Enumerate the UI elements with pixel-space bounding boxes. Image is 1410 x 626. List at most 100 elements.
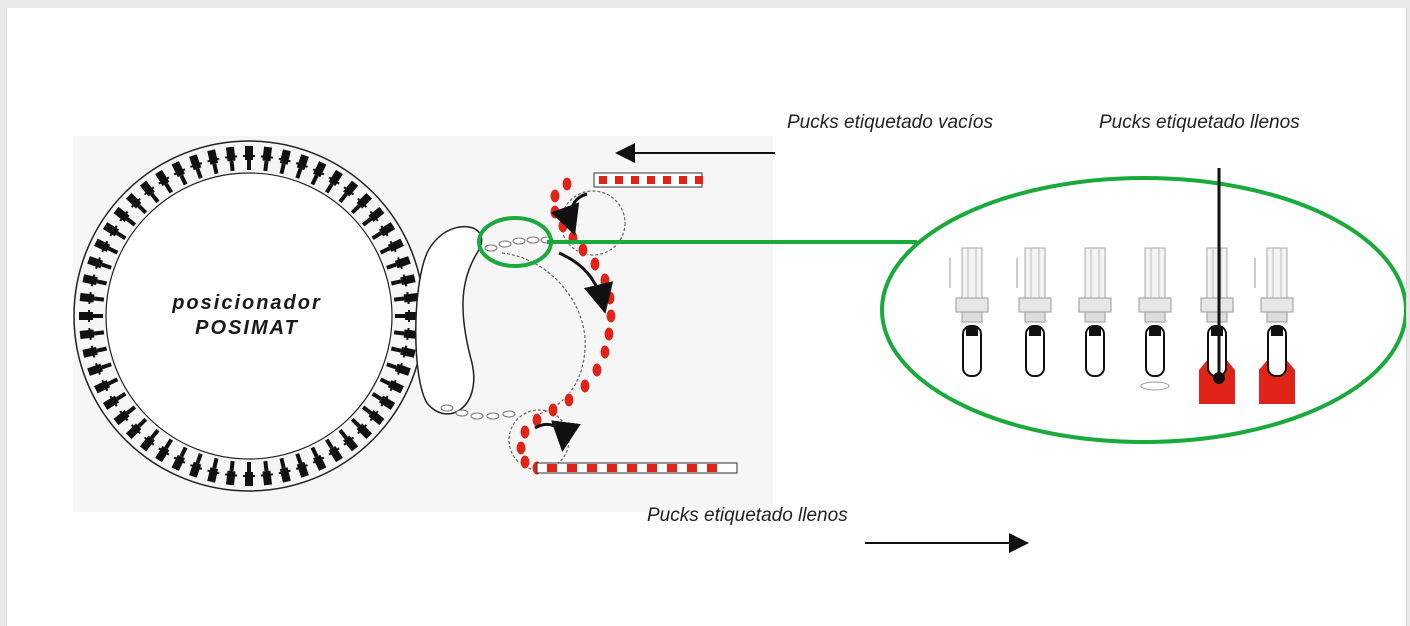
ring-bottle: [189, 154, 203, 179]
ring-bottle: [390, 274, 416, 287]
puck-empty: [512, 237, 526, 245]
rotation-arrow-middle: [558, 251, 614, 314]
puck: [561, 176, 573, 192]
conveyor-puck: [647, 464, 657, 472]
ring-bottle: [207, 149, 220, 175]
ring-bottle: [155, 169, 174, 194]
puck: [605, 308, 617, 324]
ring-bottle: [113, 405, 137, 426]
ring-bottle: [338, 180, 359, 204]
station: [1138, 247, 1172, 377]
station: [1016, 247, 1052, 377]
ring-bottle: [79, 327, 105, 340]
ring-bottle: [386, 256, 411, 270]
ring-bottle: [361, 405, 385, 426]
conveyor-puck: [607, 464, 617, 472]
conveyor-puck: [707, 464, 717, 472]
ring-bottle: [338, 428, 359, 452]
puck: [549, 204, 561, 220]
ring-bottle: [295, 154, 309, 179]
conveyor-puck: [631, 176, 639, 184]
ring-bottle: [386, 362, 411, 376]
conveyor-bottom: [536, 462, 738, 474]
puck: [549, 188, 561, 204]
puck-empty: [440, 404, 454, 412]
puck-empty: [486, 412, 500, 420]
ring-bottle: [371, 222, 396, 241]
ring-bottle: [189, 453, 203, 478]
ring-bottle: [260, 146, 273, 172]
ring-bottle: [243, 462, 255, 486]
posimat-rotary-ring: [73, 140, 425, 492]
conveyor-puck: [567, 464, 577, 472]
conveyor-puck: [647, 176, 655, 184]
ring-bottle: [139, 180, 160, 204]
conveyor-puck: [587, 464, 597, 472]
ring-bottle: [393, 292, 419, 305]
ring-bottle: [393, 327, 419, 340]
puck: [599, 344, 611, 360]
puck-chain: [440, 176, 617, 476]
puck-empty: [470, 412, 484, 420]
ring-bottle: [361, 206, 385, 227]
ring-bottle: [79, 292, 105, 305]
ring-bottle: [155, 438, 174, 463]
puck: [519, 454, 531, 470]
puck: [591, 362, 603, 378]
station: [1078, 247, 1112, 377]
puck-empty: [498, 240, 512, 248]
puck-empty: [484, 244, 498, 252]
ring-bottle: [310, 446, 327, 471]
ring-bottle: [371, 391, 396, 410]
ring-bottle: [113, 206, 137, 227]
conveyor-puck: [547, 464, 557, 472]
diagram-frame: Pucks etiquetado vacíos Pucks etiquetado…: [6, 8, 1407, 626]
ring-bottle: [310, 161, 327, 186]
ring-bottle: [125, 192, 148, 215]
empty-pucks-label: Pucks etiquetado vacíos: [787, 112, 993, 133]
positioner-line1: posicionador: [172, 292, 322, 314]
ring-bottle: [350, 417, 373, 440]
conveyor-puck: [667, 464, 677, 472]
ring-bottle: [139, 428, 160, 452]
star-wheel-middle: [501, 252, 586, 417]
ring-bottle: [171, 161, 188, 186]
ring-bottle: [390, 345, 416, 358]
ring-bottle: [243, 146, 255, 170]
conveyor-puck: [599, 176, 607, 184]
ring-bottle: [225, 146, 238, 172]
puck: [599, 272, 611, 288]
conveyor-puck: [663, 176, 671, 184]
ring-bottle: [350, 192, 373, 215]
puck: [519, 424, 531, 440]
puck: [589, 256, 601, 272]
ring-bottle: [278, 457, 291, 483]
ring-bottle: [207, 457, 220, 483]
rotation-arrow-bottom: [534, 420, 581, 452]
ring-bottle: [171, 446, 188, 471]
ring-bottle: [102, 222, 127, 241]
ring-bottle: [260, 460, 273, 486]
station: [1254, 247, 1295, 404]
puck: [577, 242, 589, 258]
conveyor-puck: [695, 176, 703, 184]
full-pucks-bottom-label: Pucks etiquetado llenos: [647, 505, 848, 526]
ring-bottle: [87, 362, 112, 376]
ring-bottle: [79, 310, 103, 322]
machine-diagram: [73, 140, 1406, 553]
ring-bottle: [324, 438, 343, 463]
full-pucks-top-label: Pucks etiquetado llenos: [1099, 112, 1300, 133]
conveyor-puck: [687, 464, 697, 472]
conveyor-puck: [679, 176, 687, 184]
ring-bottle: [94, 377, 119, 394]
positioner-line2: POSIMAT: [195, 317, 299, 339]
ring-bottle: [379, 238, 404, 255]
ring-bottle: [225, 460, 238, 486]
puck-empty: [455, 409, 469, 417]
ring-bottle: [278, 149, 291, 175]
ring-bottle: [324, 169, 343, 194]
puck: [515, 440, 527, 456]
rotation-hint: [1140, 381, 1170, 391]
ring-bottle: [87, 256, 112, 270]
ring-bottle: [102, 391, 127, 410]
